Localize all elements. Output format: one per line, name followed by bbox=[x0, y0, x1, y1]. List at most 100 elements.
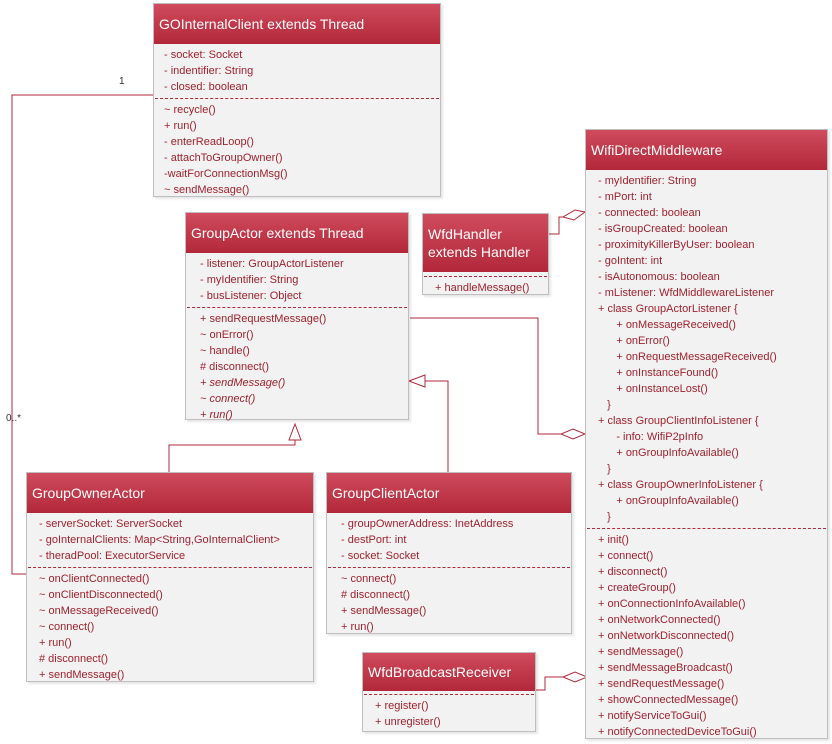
method: ~ connect() bbox=[39, 621, 95, 633]
inner-class-member: - info: WifiP2pInfo bbox=[598, 431, 704, 443]
class-title-line: WfdHandler bbox=[428, 226, 502, 242]
class-title: WifiDirectMiddleware bbox=[586, 130, 827, 170]
attributes-section: - socket: Socket - indentifier: String -… bbox=[154, 44, 440, 98]
attribute: - socket: Socket bbox=[341, 550, 420, 562]
attribute: - socket: Socket bbox=[164, 49, 243, 61]
attribute: - myIdentifier: String bbox=[598, 175, 697, 187]
methods-section: + handleMessage() bbox=[423, 277, 548, 299]
class-group-client-actor[interactable]: GroupClientActor - groupOwnerAddress: In… bbox=[326, 472, 572, 634]
attribute: - mPort: int bbox=[598, 191, 652, 203]
aggregation-actor-middleware bbox=[410, 317, 562, 435]
inner-class-close: } bbox=[598, 399, 611, 411]
inheritance-client-actor bbox=[422, 380, 449, 472]
attribute: - busListener: Object bbox=[200, 290, 302, 302]
aggregation-diamond-actor bbox=[559, 428, 587, 440]
attribute: - groupOwnerAddress: InetAddress bbox=[341, 518, 514, 530]
attributes-section: - groupOwnerAddress: InetAddress - destP… bbox=[327, 513, 571, 567]
class-go-internal-client[interactable]: GOInternalClient extends Thread - socket… bbox=[153, 3, 441, 197]
methods-section: + sendRequestMessage() ~ onError() ~ han… bbox=[186, 308, 408, 426]
method: + showConnectedMessage() bbox=[598, 694, 739, 706]
methods-section: ~ connect() # disconnect() + sendMessage… bbox=[327, 568, 571, 638]
method: + onNetworkConnected() bbox=[598, 614, 721, 626]
inner-class-close: } bbox=[598, 511, 611, 523]
method: + register() bbox=[375, 700, 429, 712]
class-wifi-direct-middleware[interactable]: WifiDirectMiddleware - myIdentifier: Str… bbox=[585, 129, 828, 739]
attribute: - closed: boolean bbox=[164, 81, 248, 93]
inheritance-triangle-client bbox=[407, 374, 426, 388]
method: + notifyConnectedDeviceToGui() bbox=[598, 726, 757, 738]
method: + onNetworkDisconnected() bbox=[598, 630, 735, 642]
method: + sendMessage() bbox=[598, 646, 684, 658]
methods-section: + init() + connect() + disconnect() + cr… bbox=[586, 529, 827, 743]
method: + unregister() bbox=[375, 716, 441, 728]
section-divider bbox=[28, 567, 312, 568]
method: + onConnectionInfoAvailable() bbox=[598, 598, 746, 610]
attribute: - isAutonomous: boolean bbox=[598, 271, 720, 283]
attribute: - myIdentifier: String bbox=[200, 274, 299, 286]
attribute: - goIntent: int bbox=[598, 255, 663, 267]
method: ~ recycle() bbox=[164, 104, 216, 116]
method: + connect() bbox=[598, 550, 654, 562]
inner-class-member: + onMessageReceived() bbox=[598, 319, 736, 331]
class-title-line: extends Handler bbox=[428, 244, 530, 260]
method: + run() bbox=[341, 621, 374, 633]
attribute: - theradPool: ExecutorService bbox=[39, 550, 186, 562]
class-group-owner-actor[interactable]: GroupOwnerActor - serverSocket: ServerSo… bbox=[26, 472, 314, 682]
class-title: GroupClientActor bbox=[327, 473, 571, 513]
method: # disconnect() bbox=[200, 361, 270, 373]
attribute: - serverSocket: ServerSocket bbox=[39, 518, 183, 530]
inner-class-member: + onInstanceFound() bbox=[598, 367, 719, 379]
attribute: - isGroupCreated: boolean bbox=[598, 223, 728, 235]
method: -waitForConnectionMsg() bbox=[164, 168, 288, 180]
method: + disconnect() bbox=[598, 566, 668, 578]
method: ~ onClientConnected() bbox=[39, 573, 150, 585]
method: + sendMessage() bbox=[39, 669, 125, 681]
inner-class-member: + onError() bbox=[598, 335, 670, 347]
section-divider bbox=[328, 567, 570, 568]
method: # disconnect() bbox=[341, 589, 411, 601]
method: + sendMessage() bbox=[341, 605, 427, 617]
attribute: - proximityKillerByUser: boolean bbox=[598, 239, 755, 251]
inner-class-member: + onInstanceLost() bbox=[598, 383, 708, 395]
method: - attachToGroupOwner() bbox=[164, 152, 283, 164]
methods-section: ~ onClientConnected() ~ onClientDisconne… bbox=[27, 568, 313, 686]
section-divider bbox=[155, 98, 439, 99]
class-title: WfdHandler extends Handler bbox=[423, 214, 548, 272]
method: ~ connect() bbox=[341, 573, 397, 585]
inner-class-close: } bbox=[598, 463, 611, 475]
class-wfd-handler[interactable]: WfdHandler extends Handler + handleMessa… bbox=[422, 213, 549, 295]
method: ~ onError() bbox=[200, 329, 254, 341]
section-divider bbox=[364, 694, 534, 695]
section-divider bbox=[187, 307, 407, 308]
inner-class-member: + onGroupInfoAvailable() bbox=[598, 495, 739, 507]
attribute: - mListener: WfdMiddlewareListener bbox=[598, 287, 775, 299]
class-title: GroupActor extends Thread bbox=[186, 213, 408, 253]
class-group-actor[interactable]: GroupActor extends Thread - listener: Gr… bbox=[185, 212, 409, 421]
method: + run() bbox=[39, 637, 72, 649]
attributes-section: - myIdentifier: String - mPort: int - co… bbox=[586, 170, 827, 528]
method: + createGroup() bbox=[598, 582, 676, 594]
methods-section: + register() + unregister() bbox=[363, 695, 535, 733]
attribute: - listener: GroupActorListener bbox=[200, 258, 344, 270]
method-abstract: ~ connect() bbox=[200, 393, 256, 405]
methods-section: ~ recycle() + run() - enterReadLoop() - … bbox=[154, 99, 440, 201]
attribute: - destPort: int bbox=[341, 534, 407, 546]
inner-class: + class GroupActorListener { bbox=[598, 303, 738, 315]
method: + notifyServiceToGui() bbox=[598, 710, 707, 722]
section-divider bbox=[587, 528, 826, 529]
method-abstract: + sendMessage() bbox=[200, 377, 286, 389]
multiplicity-many: 0..* bbox=[6, 413, 22, 424]
inheritance-owner-actor bbox=[168, 424, 296, 472]
class-wfd-broadcast-receiver[interactable]: WfdBroadcastReceiver + register() + unre… bbox=[362, 652, 536, 732]
aggregation-handler-middleware bbox=[549, 216, 564, 235]
method: - enterReadLoop() bbox=[164, 136, 254, 148]
attributes-section: - listener: GroupActorListener - myIdent… bbox=[186, 253, 408, 307]
class-title: GOInternalClient extends Thread bbox=[154, 4, 440, 44]
inner-class: + class GroupClientInfoListener { bbox=[598, 415, 759, 427]
attribute: - connected: boolean bbox=[598, 207, 701, 219]
class-title: GroupOwnerActor bbox=[27, 473, 313, 513]
aggregation-diamond-receiver bbox=[561, 671, 589, 683]
method: ~ onClientDisconnected() bbox=[39, 589, 163, 601]
inner-class-member: + onRequestMessageReceived() bbox=[598, 351, 777, 363]
method: + handleMessage() bbox=[435, 282, 530, 294]
